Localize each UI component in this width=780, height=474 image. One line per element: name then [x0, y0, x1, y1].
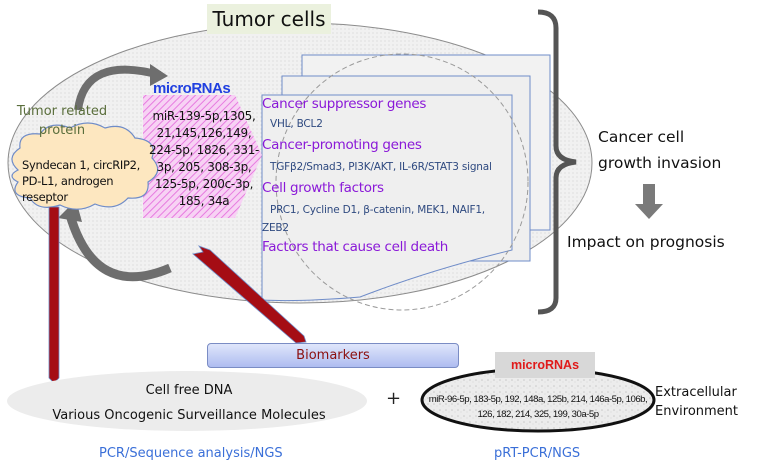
red-arrow-vertical: [48, 206, 60, 384]
cfdna-method: PCR/Sequence analysis/NGS: [99, 446, 283, 461]
red-arrow-diagonal: [192, 245, 307, 344]
target-detail: PRC1, Cycline D1, β-catenin, MEK1, NAIF1…: [270, 204, 485, 216]
cfdna-text: Cell free DNA Various Oncogenic Surveill…: [8, 378, 370, 428]
extracellular-microrna-list: miR-96-5p, 183-5p, 192, 148a, 125b, 214,…: [428, 394, 648, 420]
intracellular-microrna-heading: microRNAs: [153, 80, 231, 97]
prognosis-text: Impact on prognosis: [567, 233, 725, 251]
down-arrow-head: [635, 204, 663, 219]
target-detail-continued: ZEB2: [262, 222, 289, 234]
target-heading: Cancer suppressor genes: [262, 96, 427, 112]
tumor-cells-title: Tumor cells: [207, 4, 331, 34]
stacked-page-front: [261, 94, 513, 302]
target-heading: Factors that cause cell death: [262, 239, 449, 255]
cfdna-ellipse: [7, 371, 367, 431]
curved-arrow-bottom: [65, 213, 172, 282]
curved-arrow-top: [74, 65, 162, 111]
tumor-related-protein-label: Tumor related protein: [16, 104, 108, 138]
growth-invasion-line2: growth invasion: [598, 154, 722, 172]
cfdna-line2: Various Oncogenic Surveillance Molecules: [52, 408, 326, 423]
curved-arrow-top-head: [150, 64, 168, 86]
plus-sign: +: [386, 388, 402, 409]
extracellular-environment-label: Extracellular Environment: [655, 383, 738, 421]
curly-brace: [537, 9, 577, 315]
microrna-arrow-shape: [143, 95, 262, 218]
down-arrow-shaft: [643, 184, 655, 204]
target-detail: VHL, BCL2: [270, 118, 323, 130]
extracellular-microrna-heading: microRNAs: [495, 352, 595, 378]
target-heading: Cancer-promoting genes: [262, 137, 422, 153]
growth-invasion-text: Cancer cell growth invasion: [598, 124, 721, 176]
intracellular-microrna-list: miR-139-5p,1305, 21,145,126,149, 224-5p,…: [148, 109, 260, 208]
target-heading: Cell growth factors: [262, 180, 384, 196]
target-detail: TGFβ2/Smad3, PI3K/AKT, IL-6R/STAT3 signa…: [270, 161, 492, 173]
tumor-related-protein-items: Syndecan 1, circRIP2, PD-L1, androgen re…: [22, 158, 141, 204]
tumor-protein-cloud: [11, 122, 159, 210]
mirna-method: pRT-PCR/NGS: [494, 446, 581, 461]
extracellular-line1: Extracellular: [655, 385, 737, 400]
target-genes-panel: Cancer suppressor genes VHL, BCL2 Cancer…: [262, 95, 512, 256]
cfdna-line1: Cell free DNA: [145, 383, 233, 398]
biomarkers-bar: Biomarkers: [207, 343, 459, 368]
extracellular-line2: Environment: [655, 404, 739, 419]
inner-dashed-circle: [275, 53, 529, 311]
growth-invasion-line1: Cancer cell: [598, 128, 685, 146]
